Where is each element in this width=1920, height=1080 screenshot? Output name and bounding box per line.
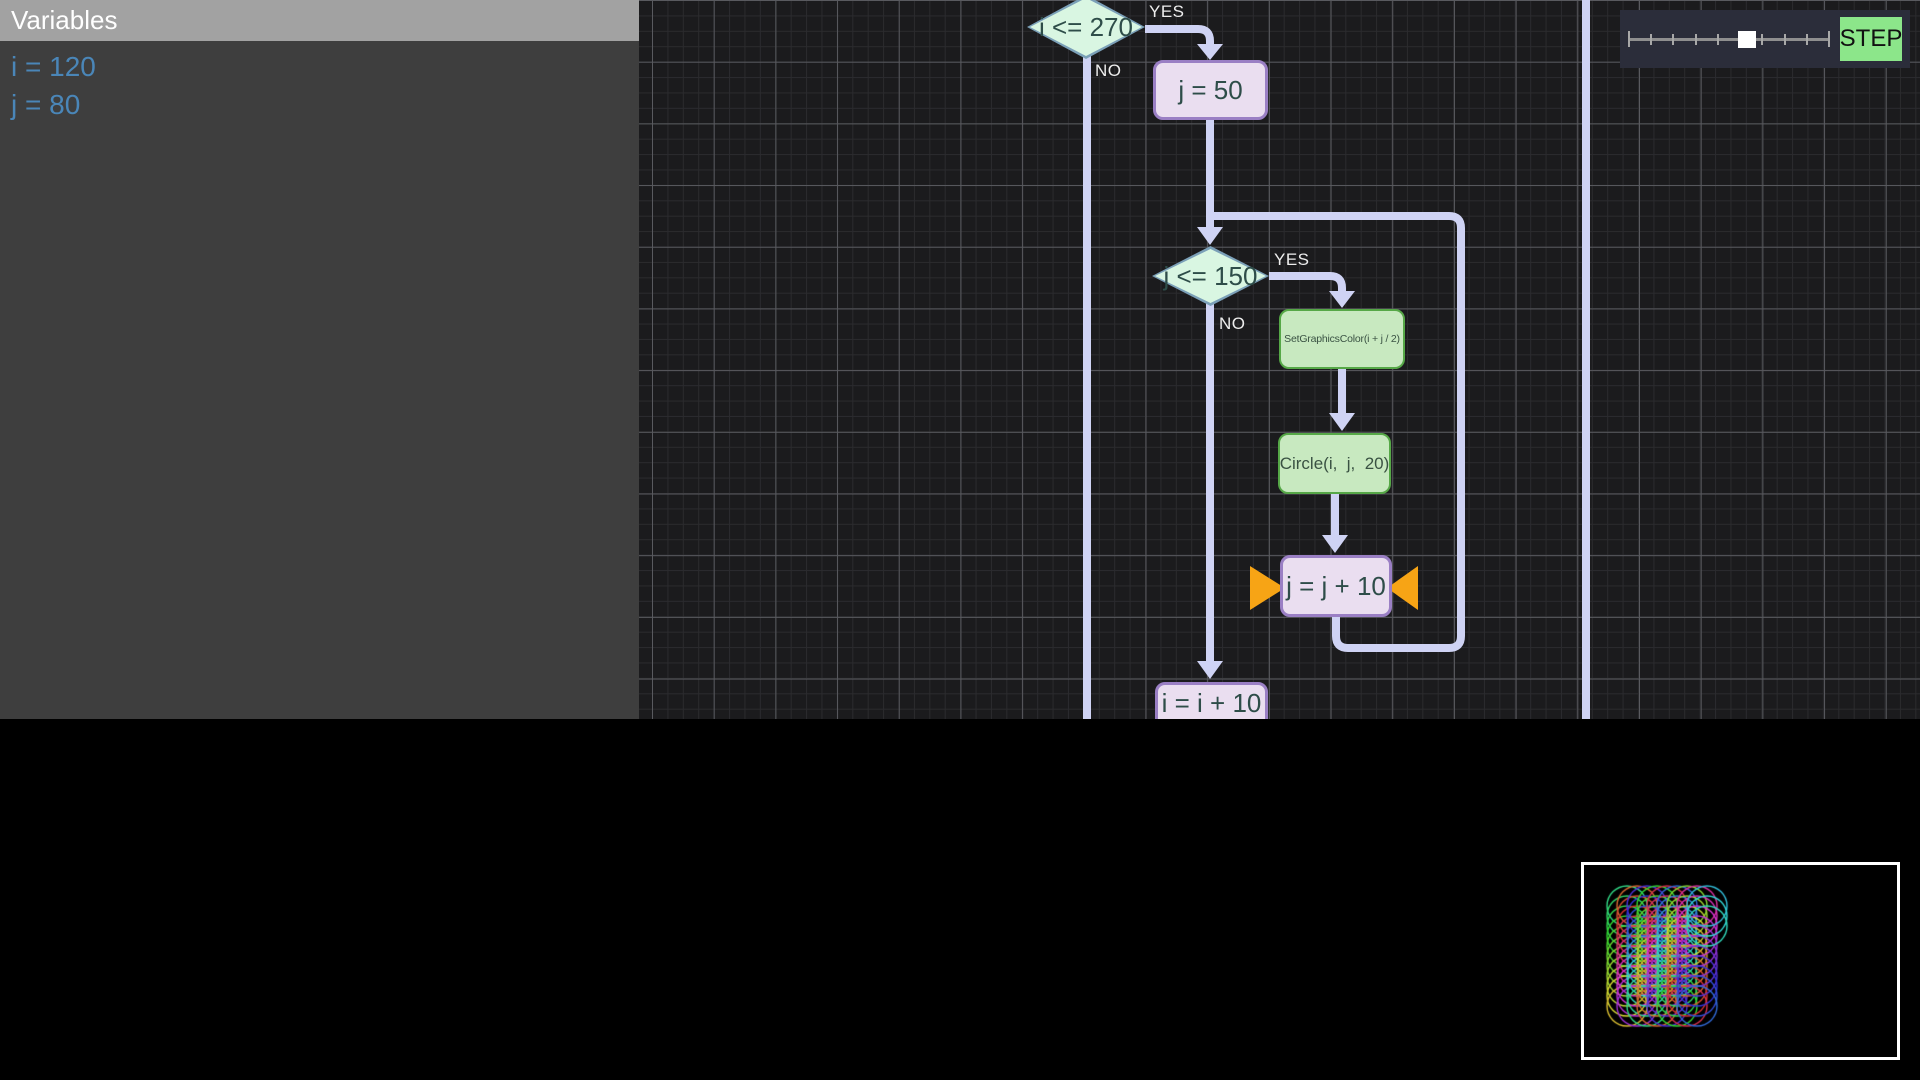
outer-yes-label: YES xyxy=(1149,2,1185,21)
inner-no-label: NO xyxy=(1219,314,1246,333)
current-statement-marker-left xyxy=(1250,566,1285,610)
slider-thumb[interactable] xyxy=(1738,31,1756,48)
decision-inner-label: j <= 150 xyxy=(1163,260,1258,291)
variable-item-j: j = 80 xyxy=(11,89,81,120)
flow-connectors xyxy=(1083,0,1590,719)
decision-outer-label: i <= 270 xyxy=(1039,11,1133,42)
flowchart-canvas[interactable]: i <= 270 YES NO j = 50 j <= 150 YES NO S… xyxy=(639,0,1920,719)
decision-inner-loop[interactable]: j <= 150 xyxy=(1152,246,1269,306)
assign-j-step-node[interactable]: j = j + 10 xyxy=(1280,555,1392,617)
inner-yes-label: YES xyxy=(1274,250,1310,269)
variables-panel-header: Variables xyxy=(0,0,639,41)
decision-outer-loop[interactable]: i <= 270 xyxy=(1027,0,1145,59)
outer-no-label: NO xyxy=(1095,61,1122,80)
slider-ticks xyxy=(1628,10,1830,68)
slider-track xyxy=(1628,38,1830,41)
set-graphics-color-node[interactable]: SetGraphicsColor(i + j / 2) xyxy=(1279,309,1405,369)
assign-i-step-node[interactable]: i = i + 10 xyxy=(1155,682,1268,719)
current-statement-marker-right xyxy=(1387,566,1418,610)
variables-panel-title: Variables xyxy=(11,5,118,35)
run-control-panel: STEP xyxy=(1620,10,1910,68)
speed-slider[interactable] xyxy=(1628,10,1830,68)
graphics-canvas xyxy=(1584,865,1897,1057)
variable-item-i: i = 120 xyxy=(11,51,96,82)
variables-panel: Variables i = 120 j = 80 xyxy=(0,0,639,719)
circle-call-node[interactable]: Circle(i, j, 20) xyxy=(1278,433,1391,494)
wire-inner-loopback xyxy=(1210,212,1465,652)
assign-j-init-node[interactable]: j = 50 xyxy=(1153,60,1268,120)
graphics-output-window xyxy=(1581,862,1900,1060)
step-button[interactable]: STEP xyxy=(1840,17,1902,61)
